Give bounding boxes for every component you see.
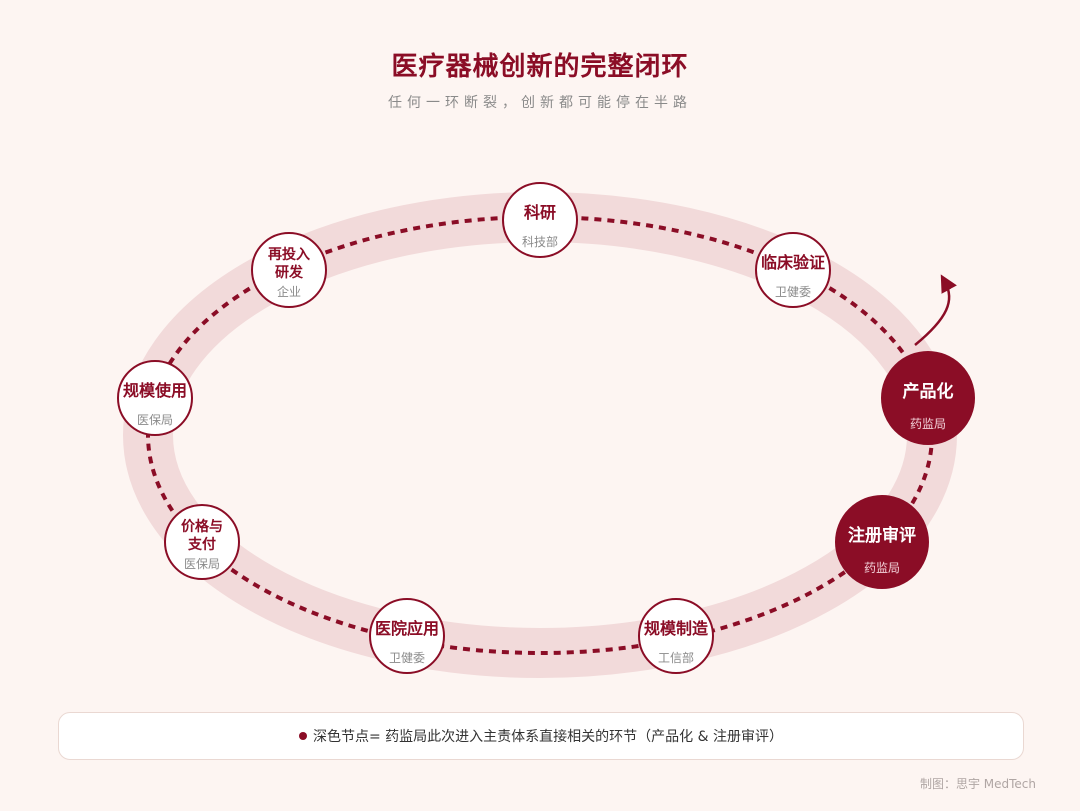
node-title: 产品化: [903, 381, 954, 402]
page-title: 医疗器械创新的完整闭环: [391, 52, 689, 82]
node-title: 再投入研发: [268, 247, 310, 281]
legend-dot-label: 深色节点: [313, 729, 369, 745]
node-circle: [502, 182, 578, 258]
node-title: 规模使用: [123, 381, 187, 400]
node-circle: [638, 598, 714, 674]
legend-text: = 药监局此次进入主责体系直接相关的环节（产品化 & 注册审评）: [369, 729, 783, 745]
footer-credit: 制图：思宇 MedTech: [919, 777, 1036, 791]
node-circle: [881, 351, 975, 445]
continue-arrow: [914, 274, 957, 346]
node-department: 企业: [277, 284, 301, 299]
node-title: 科研: [524, 203, 556, 222]
node-circle: [164, 504, 240, 580]
node-department: 科技部: [522, 234, 558, 249]
node-title: 价格与支付: [181, 518, 223, 553]
page-subtitle: 任何一环断裂，创新都可能停在半路: [388, 95, 692, 111]
node-department: 药监局: [910, 417, 946, 431]
node-circle: [835, 495, 929, 589]
node-department: 卫健委: [389, 651, 425, 665]
node-circle: [117, 360, 193, 436]
node-title: 规模制造: [644, 619, 709, 638]
node-department: 医保局: [184, 557, 220, 571]
node-department: 药监局: [864, 561, 900, 575]
node-circle: [755, 232, 831, 308]
node-circle: [251, 232, 327, 308]
legend-box: 深色节点 = 药监局此次进入主责体系直接相关的环节（产品化 & 注册审评）: [58, 712, 1024, 760]
node-department: 医保局: [137, 413, 173, 427]
node-department: 卫健委: [775, 285, 811, 299]
legend-dark-dot-icon: [299, 732, 307, 740]
node-circle: [369, 598, 445, 674]
cycle-diagram: 科研科技部临床验证卫健委产品化药监局注册审评药监局规模制造工信部医院应用卫健委价…: [117, 182, 975, 678]
node-title: 医院应用: [375, 619, 439, 638]
node-department: 工信部: [658, 650, 694, 665]
node-title: 注册审评: [848, 525, 916, 546]
node-title: 临床验证: [761, 253, 825, 272]
